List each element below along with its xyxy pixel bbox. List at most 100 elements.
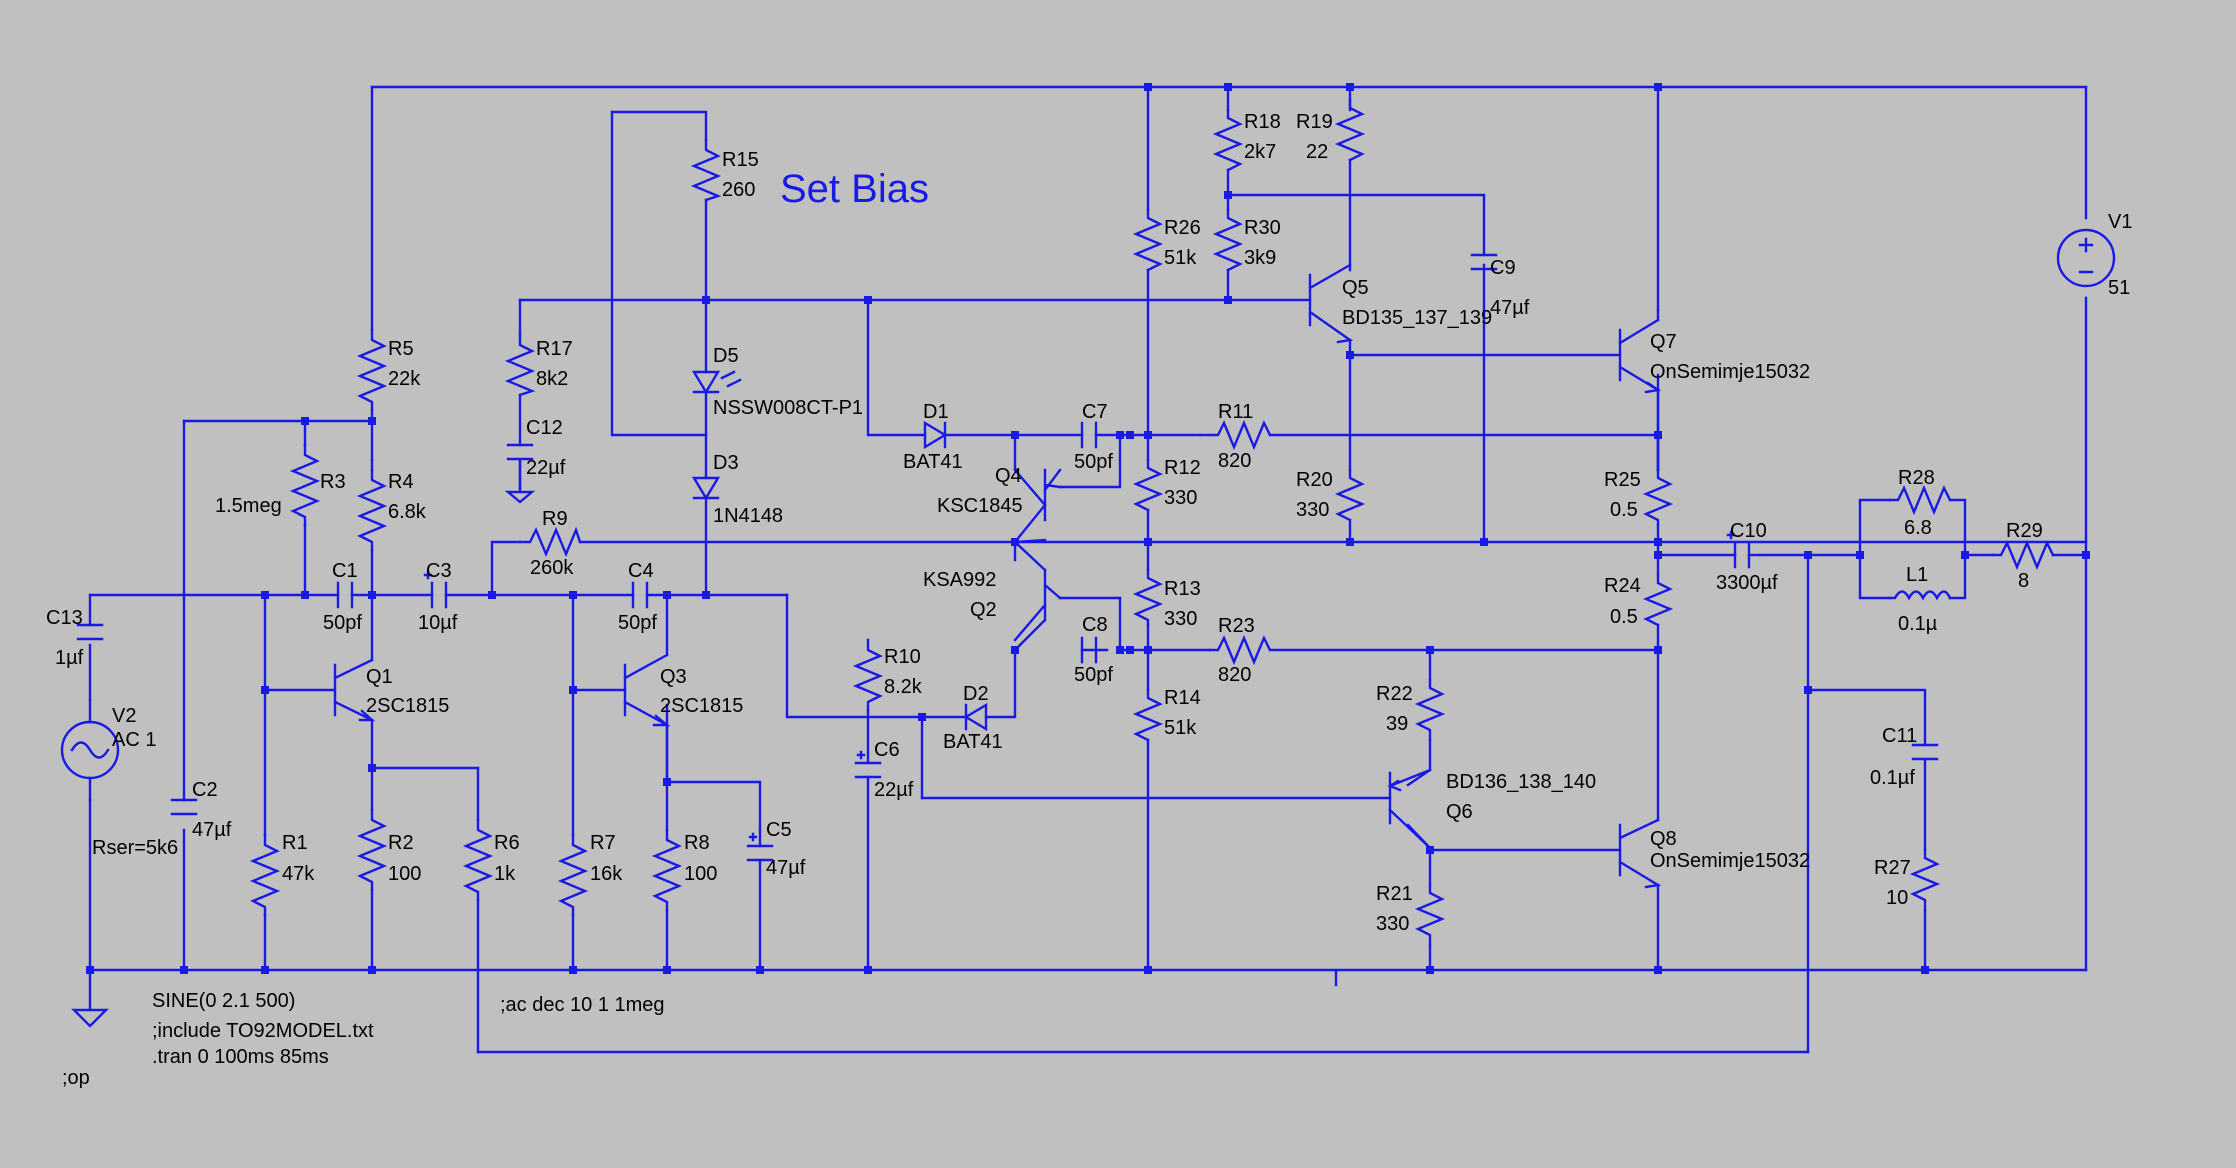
resistors	[249, 98, 2055, 947]
label-r15-ref: R15	[722, 149, 759, 171]
label-r2-ref: R2	[388, 832, 414, 854]
capacitor-C4	[631, 581, 649, 609]
label-r8-val: 100	[684, 863, 717, 885]
label-r17-val: 8k2	[536, 368, 568, 390]
transistors	[333, 263, 1662, 889]
label-q2-ref: Q2	[970, 599, 997, 621]
label-r11-ref: R11	[1218, 401, 1253, 423]
label-q4-ref: Q4	[995, 465, 1022, 487]
label-r15-val: 260	[722, 179, 755, 201]
capacitors	[76, 253, 1939, 972]
label-q5-val: BD135_137_139	[1342, 307, 1492, 329]
label-r25-val: 0.5	[1610, 499, 1638, 521]
resistor-R17	[504, 333, 536, 397]
label-l1-ref: L1	[1906, 564, 1928, 586]
label-c2-val: 47µf	[192, 819, 232, 841]
inductor-L1	[1888, 590, 1952, 601]
directive-op: ;op	[62, 1067, 90, 1089]
label-c4-ref: C4	[628, 560, 654, 582]
capacitor-C7	[1080, 421, 1098, 449]
label-r22-ref: R22	[1376, 683, 1413, 705]
label-c8-ref: C8	[1082, 614, 1108, 636]
resistor-R20	[1334, 468, 1366, 522]
diode-D1	[923, 420, 948, 450]
label-c8-val: 50pf	[1074, 664, 1113, 686]
label-q5-ref: Q5	[1342, 277, 1369, 299]
directive-tran: .tran 0 100ms 85ms	[152, 1046, 329, 1068]
label-r8-ref: R8	[684, 832, 710, 854]
resistor-R13	[1132, 568, 1164, 627]
label-c1-val: 50pf	[323, 612, 362, 634]
capacitor-C8	[1080, 636, 1098, 664]
label-r19-ref: R19	[1296, 111, 1333, 133]
resistor-R26	[1132, 208, 1164, 272]
label-r7-ref: R7	[590, 832, 616, 854]
label-q6-ref: Q6	[1446, 801, 1473, 823]
resistor-R10	[852, 638, 884, 712]
label-d5-ref: D5	[713, 345, 739, 367]
label-d5-val: NSSW008CT-P1	[713, 397, 863, 419]
label-q7-val: OnSemimje15032	[1650, 361, 1810, 383]
resistor-R8	[651, 828, 683, 912]
label-r10-ref: R10	[884, 646, 921, 668]
label-q8-val: OnSemimje15032	[1650, 850, 1810, 872]
label-q7-ref: Q7	[1650, 331, 1677, 353]
label-r20-val: 330	[1296, 499, 1329, 521]
label-r7-val: 16k	[590, 863, 623, 885]
label-r19-val: 22	[1306, 141, 1328, 163]
diodes	[691, 370, 988, 732]
label-c5-ref: C5	[766, 819, 792, 841]
resistor-R18	[1212, 108, 1244, 172]
label-r4-ref: R4	[388, 471, 414, 493]
resistor-R28	[1888, 484, 1952, 516]
label-c2-ref: C2	[192, 779, 218, 801]
resistor-R19	[1334, 98, 1366, 162]
label-c11-val: 0.1µf	[1870, 767, 1915, 789]
label-r12-val: 330	[1164, 487, 1197, 509]
directive-include: ;include TO92MODEL.txt	[152, 1020, 374, 1042]
label-q3-ref: Q3	[660, 666, 687, 688]
resistor-R9	[518, 526, 582, 558]
sources	[60, 228, 2116, 802]
diode-D5	[691, 370, 721, 395]
label-r5-ref: R5	[388, 338, 414, 360]
label-r27-ref: R27	[1874, 857, 1911, 879]
label-d1-ref: D1	[923, 401, 949, 423]
label-l1-val: 0.1µ	[1898, 613, 1938, 635]
label-r3-val: 1.5meg	[215, 495, 282, 517]
diode-D2	[963, 702, 988, 732]
label-d1-val: BAT41	[903, 451, 963, 473]
label-r12-ref: R12	[1164, 457, 1201, 479]
label-c1-ref: C1	[332, 560, 358, 582]
label-d2-val: BAT41	[943, 731, 1003, 753]
directive-ac: ;ac dec 10 1 1meg	[500, 994, 665, 1016]
label-r6-ref: R6	[494, 832, 520, 854]
resistor-R23	[1208, 634, 1272, 666]
label-r17-ref: R17	[536, 338, 573, 360]
capacitor-C2	[170, 798, 198, 816]
label-d3-val: 1N4148	[713, 505, 783, 527]
resistor-R29	[1991, 539, 2055, 571]
resistor-R30	[1212, 208, 1244, 272]
label-r1-val: 47k	[282, 863, 315, 885]
source-V1	[2056, 228, 2116, 288]
ground-main	[71, 968, 109, 1028]
label-q2-val: KSA992	[923, 569, 996, 591]
label-r26-val: 51k	[1164, 247, 1197, 269]
directive-sine: SINE(0 2.1 500)	[152, 990, 295, 1012]
resistor-R24	[1642, 573, 1674, 627]
set-bias-title: Set Bias	[780, 167, 929, 211]
label-r13-val: 330	[1164, 608, 1197, 630]
label-q3-val: 2SC1815	[660, 695, 743, 717]
grounds	[71, 486, 536, 1028]
resistor-R7	[557, 833, 589, 917]
resistor-R6	[462, 818, 494, 902]
label-r29-val: 8	[2018, 570, 2029, 592]
junction-dots	[86, 83, 2090, 974]
resistor-R2	[356, 808, 388, 892]
capacitor-C12	[506, 443, 534, 461]
label-v2-ref: V2	[112, 705, 136, 727]
capacitor-C11	[1911, 743, 1939, 761]
capacitor-C3	[430, 581, 448, 609]
